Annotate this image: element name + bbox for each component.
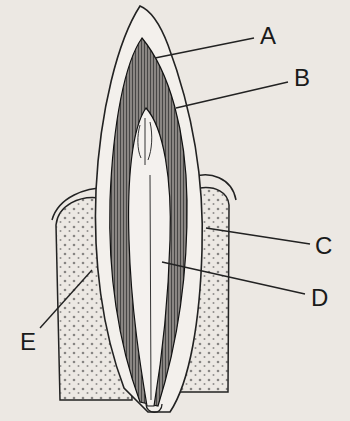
part-label: C	[315, 234, 332, 258]
part-label: A	[260, 24, 276, 48]
leader-line	[176, 82, 288, 108]
part-label: B	[294, 66, 310, 90]
leader-line	[40, 270, 92, 328]
leader-line	[162, 262, 305, 294]
pulp-vessels	[138, 118, 152, 165]
leader-line	[155, 38, 254, 58]
pulp-cavity	[129, 108, 171, 406]
leader-line	[206, 228, 310, 244]
enamel	[95, 6, 202, 412]
pulp-nerve	[150, 175, 151, 400]
root-apex	[146, 404, 162, 412]
part-label: D	[311, 286, 328, 310]
part-label: E	[20, 330, 36, 354]
dentine	[110, 38, 187, 406]
